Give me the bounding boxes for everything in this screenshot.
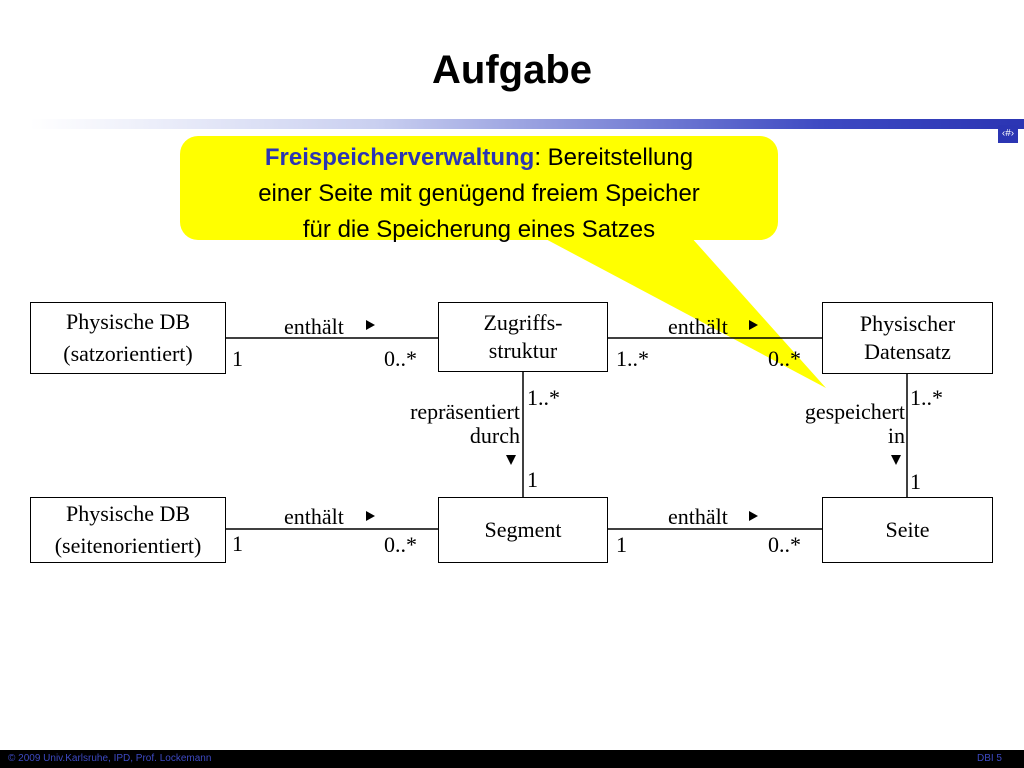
footer-bar: © 2009 Univ.Karlsruhe, IPD, Prof. Lockem… (0, 750, 1024, 768)
callout-line1-rest: : Bereitstellung (534, 144, 694, 171)
multiplicity-one: 1 (232, 346, 243, 371)
multiplicity-one-many: 1..* (527, 385, 560, 410)
multiplicity-zero-many: 0..* (384, 532, 417, 557)
callout-line2: einer Seite mit genügend freiem Speicher (258, 180, 700, 207)
box-segment: Segment (438, 497, 608, 563)
callout-line3: für die Speicherung eines Satzes (302, 216, 656, 243)
box-label-line1: Physische DB (65, 501, 191, 526)
box-physische-db-seitenorientiert: Physische DB (seitenorientiert) (30, 497, 226, 563)
box-zugriffsstruktur: Zugriffs-struktur (438, 302, 608, 372)
footer-copyright: © 2009 Univ.Karlsruhe, IPD, Prof. Lockem… (8, 753, 212, 764)
arrow-right-4 (749, 511, 758, 521)
assoc-label-contains: enthält (668, 314, 728, 339)
callout-highlight: Freispeicherverwaltung (264, 144, 535, 171)
arrow-right-1 (366, 320, 375, 330)
arrow-right-3 (366, 511, 375, 521)
footer-page-label: DBI 5 (976, 753, 1002, 764)
multiplicity-one: 1 (527, 467, 538, 492)
box-label-line1: Zugriffs- (483, 310, 563, 335)
box-label-line2: (satzorientiert) (63, 341, 193, 366)
assoc-label-represented-2: durch (469, 423, 520, 448)
page-number-badge: ‹#› (998, 125, 1018, 143)
multiplicity-one-many: 1..* (616, 346, 649, 371)
multiplicity-one: 1 (616, 532, 627, 557)
box-label-line1: Physische DB (65, 309, 191, 334)
arrow-down-2 (891, 455, 901, 465)
arrow-down-1 (506, 455, 516, 465)
box-physische-db-satzorientiert: Physische DB (satzorientiert) (30, 302, 226, 374)
assoc-label-contains: enthält (284, 504, 344, 529)
box-label-line1: Physischer (859, 311, 956, 336)
multiplicity-zero-many: 0..* (384, 346, 417, 371)
callout-text: Freispeicherverwaltung: Bereitstellung e… (184, 140, 774, 248)
callout-pointer (540, 236, 826, 388)
slide-title: Aufgabe (432, 48, 592, 92)
box-seite: Seite (822, 497, 993, 563)
assoc-label-contains: enthält (668, 504, 728, 529)
box-label-line2: Datensatz (864, 339, 951, 364)
multiplicity-one: 1 (910, 469, 921, 494)
box-label-line2: struktur (488, 338, 558, 363)
multiplicity-one-many: 1..* (910, 385, 943, 410)
multiplicity-zero-many: 0..* (768, 346, 801, 371)
box-label-line2: (seitenorientiert) (54, 533, 202, 558)
multiplicity-zero-many: 0..* (768, 532, 801, 557)
assoc-label-stored-1: gespeichert (804, 399, 905, 424)
arrow-right-2 (749, 320, 758, 330)
callout-bubble (180, 136, 778, 240)
assoc-label-represented-1: repräsentiert (410, 399, 520, 424)
assoc-label-stored-2: in (887, 423, 905, 448)
multiplicity-one: 1 (232, 531, 243, 556)
assoc-label-contains: enthält (284, 314, 344, 339)
title-underline-gradient (30, 119, 1024, 129)
